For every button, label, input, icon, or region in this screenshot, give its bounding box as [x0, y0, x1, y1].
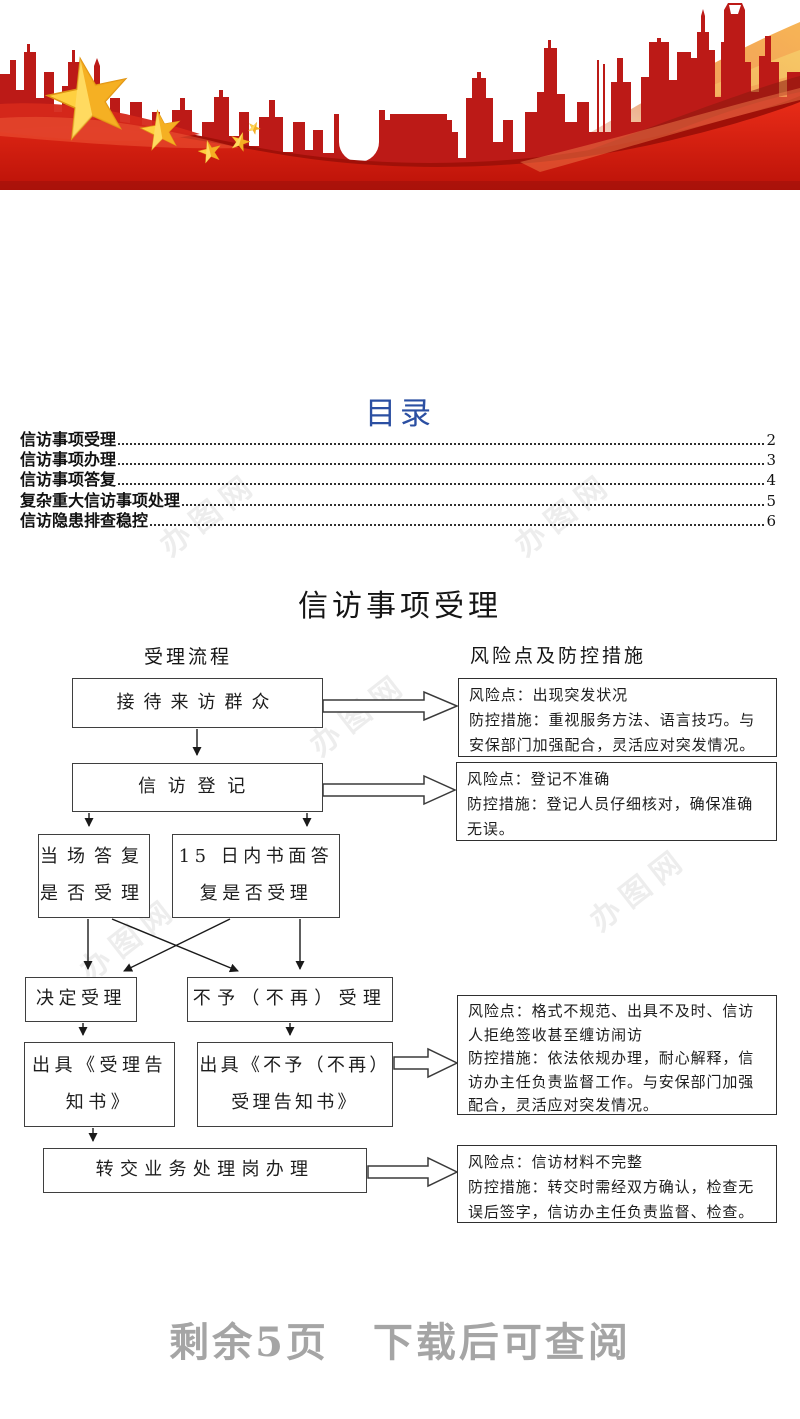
toc-dot-leader: [182, 503, 765, 506]
toc-page-number: 4: [766, 471, 776, 490]
flow-step-written-reply-15-days: 15 日内书面答 复是否受理: [172, 834, 340, 918]
toc-entry: 信访事项办理 3: [20, 446, 776, 470]
toc-entry-label: 信访事项答复: [20, 470, 117, 490]
toc-page-number: 6: [766, 511, 776, 530]
toc-entry: 信访事项受理 2: [20, 426, 776, 449]
table-of-contents: 信访事项受理 2 信访事项办理 3 信访事项答复 4 复杂重大信访事项处理 5 …: [20, 426, 776, 530]
flow-step-receive-visitors: 接待来访群众: [72, 678, 323, 728]
flow-step-issue-acceptance-notice: 出具《受理告 知书》: [24, 1042, 175, 1127]
flow-step-petition-registration: 信访登记: [72, 763, 323, 812]
toc-entry: 信访隐患排查稳控 6: [20, 507, 776, 530]
toc-entry-label: 信访事项受理: [20, 430, 117, 449]
toc-page-number: 2: [766, 431, 776, 449]
toc-dot-leader: [118, 482, 765, 486]
section-title: 信访事项受理: [298, 589, 502, 624]
flow-step-decide-accept: 决定受理: [25, 977, 137, 1022]
remaining-pages-notice: 剩余5页 下载后可查阅: [0, 1310, 800, 1368]
risk-box-inaccurate-registration: 风险点：登记不准确 防控措施：登记人员仔细核对，确保准确 无误。: [456, 762, 777, 841]
toc-dot-leader: [118, 442, 765, 445]
flow-step-transfer-to-handling-post: 转交业务处理岗办理: [43, 1148, 367, 1193]
toc-page-number: 5: [766, 491, 776, 510]
toc-entry: 复杂重大信访事项处理 5: [20, 487, 776, 510]
flow-step-issue-rejection-notice: 出具《不予（不再） 受理告知书》: [197, 1042, 393, 1127]
download-to-view-hint: 下载后可查阅: [372, 1319, 631, 1366]
toc-entry-label: 信访隐患排查稳控: [20, 510, 149, 530]
toc-dot-leader: [150, 523, 765, 526]
risk-box-nonstandard-format: 风险点：格式不规范、出具不及时、信访 人拒绝签收甚至缠访闹访 防控措施：依法依规…: [457, 995, 777, 1115]
toc-entry-label: 信访事项办理: [20, 450, 117, 470]
toc-page-number: 3: [766, 451, 776, 470]
remaining-pages-count: 剩余5页: [169, 1319, 329, 1366]
toc-title: 目录: [365, 396, 435, 432]
banner-graphic: [0, 3, 800, 190]
toc-entry-label: 复杂重大信访事项处理: [20, 490, 181, 510]
flow-step-onsite-reply: 当场答复 是否受理: [38, 834, 150, 918]
risk-box-incomplete-materials: 风险点：信访材料不完整 防控措施：转交时需经双方确认，检查无 误后签字，信访办主…: [457, 1145, 777, 1223]
toc-dot-leader: [118, 462, 765, 466]
risk-box-sudden-incident: 风险点：出现突发状况 防控措施：重视服务方法、语言技巧。与 安保部门加强配合，灵…: [458, 678, 777, 757]
flow-column-header: 受理流程: [144, 646, 233, 668]
flow-step-not-accept: 不予（不再）受理: [187, 977, 393, 1022]
watermark: 办图网: [583, 840, 695, 939]
toc-entry: 信访事项答复 4: [20, 466, 776, 490]
risk-column-header: 风险点及防控措施: [470, 645, 647, 667]
